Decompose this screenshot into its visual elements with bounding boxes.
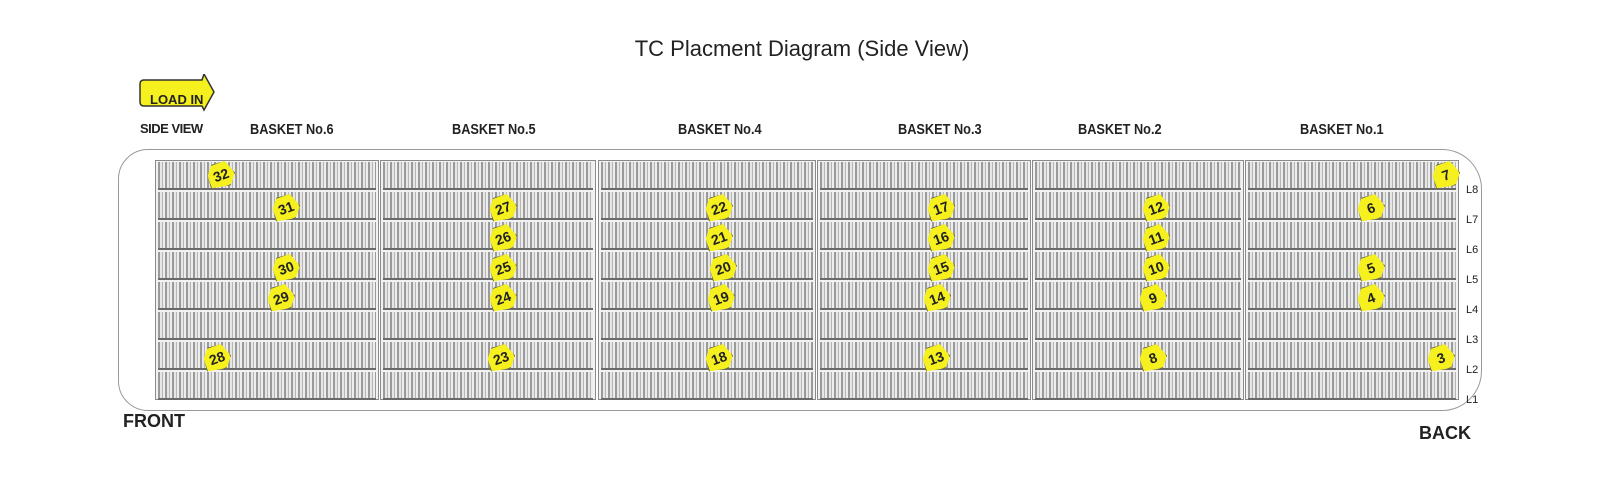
tube-row (1248, 342, 1456, 370)
level-label: L7 (1466, 214, 1479, 226)
tube-row (383, 192, 593, 220)
tube-row (158, 222, 376, 250)
tube-row (1248, 162, 1456, 190)
side-view-label: SIDE VIEW (140, 121, 203, 136)
tube-row (1248, 282, 1456, 310)
tube-row (820, 282, 1028, 310)
tube-row (383, 282, 593, 310)
tube-row (158, 312, 376, 340)
tube-row (1035, 282, 1241, 310)
tube-row (383, 252, 593, 280)
tube-row (820, 312, 1028, 340)
tube-row (158, 372, 376, 400)
level-label: L3 (1466, 334, 1479, 346)
tube-row (820, 252, 1028, 280)
basket-label: BASKET No.3 (898, 121, 982, 138)
vessel-outline (118, 149, 1482, 411)
tube-row (601, 252, 813, 280)
level-label: L8 (1466, 184, 1479, 196)
tube-row (1035, 312, 1241, 340)
tube-row (1035, 252, 1241, 280)
tube-row (1035, 192, 1241, 220)
tube-row (158, 342, 376, 370)
basket-label: BASKET No.6 (250, 121, 334, 138)
tube-row (1035, 222, 1241, 250)
tube-row (820, 162, 1028, 190)
load-in-arrow-icon (139, 74, 215, 112)
basket-5 (380, 160, 596, 400)
tube-row (1248, 222, 1456, 250)
tube-row (1248, 192, 1456, 220)
tube-row (383, 342, 593, 370)
basket-1 (1245, 160, 1459, 400)
load-in-label: LOAD IN (150, 92, 204, 107)
diagram-title: TC Placment Diagram (Side View) (634, 36, 970, 61)
basket-label: BASKET No.5 (452, 121, 536, 138)
back-label: BACK (1419, 423, 1471, 443)
tube-row (601, 372, 813, 400)
tube-row (158, 162, 376, 190)
tube-row (601, 162, 813, 190)
front-label: FRONT (123, 411, 185, 431)
basket-label: BASKET No.1 (1300, 121, 1384, 138)
basket-3 (817, 160, 1031, 400)
level-label: L4 (1466, 304, 1479, 316)
tube-row (820, 192, 1028, 220)
tube-row (383, 312, 593, 340)
tube-row (158, 252, 376, 280)
tube-row (383, 372, 593, 400)
tube-row (601, 282, 813, 310)
tube-row (1248, 252, 1456, 280)
basket-6 (155, 160, 379, 400)
tube-row (1035, 162, 1241, 190)
tube-row (820, 222, 1028, 250)
level-label: L1 (1466, 394, 1479, 406)
tube-row (383, 162, 593, 190)
tube-row (158, 192, 376, 220)
tube-row (158, 282, 376, 310)
level-label: L6 (1466, 244, 1479, 256)
basket-4 (598, 160, 816, 400)
tube-row (1248, 312, 1456, 340)
level-label: L5 (1466, 274, 1479, 286)
tube-row (1248, 372, 1456, 400)
basket-label: BASKET No.4 (678, 121, 762, 138)
level-label: L2 (1466, 364, 1479, 376)
tube-row (820, 372, 1028, 400)
basket-label: BASKET No.2 (1078, 121, 1162, 138)
tube-row (1035, 342, 1241, 370)
basket-2 (1032, 160, 1244, 400)
tube-row (601, 312, 813, 340)
tube-row (383, 222, 593, 250)
tube-row (1035, 372, 1241, 400)
